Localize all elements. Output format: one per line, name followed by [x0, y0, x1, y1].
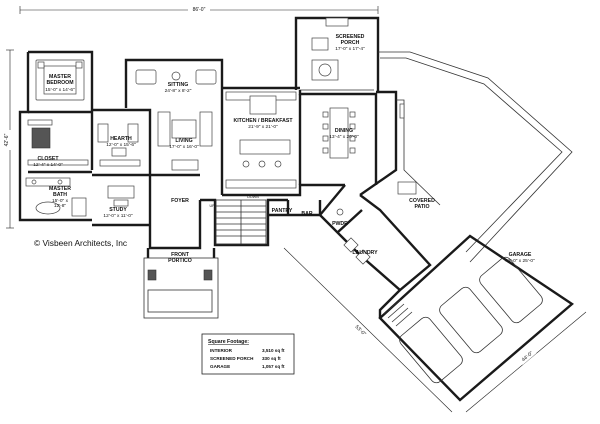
house-walls [18, 16, 380, 258]
covered-patio-label-1: COVERED [409, 198, 435, 204]
master-bath-label-1: MASTER [49, 186, 71, 192]
covered-patio: COVERED PATIO [359, 51, 573, 263]
left-dimension: 42'-6" [3, 49, 14, 229]
closet-size: 12'-4" x 14'-0" [33, 162, 63, 168]
screened-porch: SCREENED PORCH 17'-0" x 17'-4" [311, 17, 365, 81]
closet-label: CLOSET [37, 156, 59, 162]
master-bedroom-label-1: MASTER [49, 74, 71, 80]
overall-width-label: 86'-0" [193, 7, 206, 13]
sqft-row-label-interior: INTERIOR [210, 348, 233, 353]
sitting: SITTING 24'-8" x 8'-2" [135, 69, 217, 94]
pantry-bar: PANTRY BAR [272, 208, 313, 217]
screened-porch-label-2: PORCH [341, 40, 360, 46]
kitchen-size: 21'-9" x 21'-0" [248, 124, 278, 130]
study-size: 12'-0" x 11'-0" [103, 213, 132, 219]
garage-wing-dimension: 53'-0" [283, 247, 453, 413]
garage-label: GARAGE [509, 252, 532, 258]
copyright: © Visbeen Architects, Inc [34, 238, 127, 248]
master-bedroom: MASTER BEDROOM 15'-0" x 14'-6" [35, 59, 85, 101]
sqft-row-label-garage: GARAGE [210, 364, 230, 369]
square-footage-title: Square Footage: [208, 339, 249, 345]
garage: GARAGE 43'-0" x 25'-0" [378, 234, 574, 402]
sqft-row-value-interior: 3,510 sq ft [262, 348, 285, 353]
master-bedroom-label-2: BEDROOM [46, 80, 73, 86]
foyer-stairs: DOWN UP FOYER [171, 195, 267, 245]
master-bath-label-2: BATH [53, 192, 67, 198]
hearth-size: 12'-0" x 15'-6" [106, 142, 136, 148]
overall-depth-label: 42'-6" [4, 133, 10, 146]
dining-size: 13'-4" x 20'-0" [329, 134, 359, 140]
foyer-label: FOYER [171, 198, 189, 204]
study: STUDY 12'-0" x 11'-0" [103, 185, 135, 219]
screened-porch-size: 17'-0" x 17'-4" [335, 46, 365, 52]
sitting-size: 24'-8" x 8'-2" [165, 88, 192, 94]
garage-width-dimension: 44'-0" [465, 311, 587, 413]
master-bath-size-2: 12'-8" [54, 203, 67, 209]
bar-label: BAR [301, 211, 312, 217]
living-label: LIVING [175, 138, 192, 144]
closet: CLOSET 12'-4" x 14'-0" [27, 119, 89, 168]
garage-stairs [383, 299, 413, 327]
pantry-label: PANTRY [272, 208, 293, 214]
master-bath: MASTER BATH 15'-0" x 12'-8" [25, 177, 87, 217]
hearth-label: HEARTH [110, 136, 132, 142]
sqft-row-label-porch: SCREENED PORCH [210, 356, 254, 361]
top-dimension: 86'-0" [19, 4, 379, 14]
square-footage-box: Square Footage: INTERIOR 3,510 sq ft SCR… [201, 333, 295, 375]
dining-label: DINING [335, 128, 353, 134]
living-size: 17'-0" x 16'-0" [169, 144, 199, 150]
kitchen: KITCHEN / BREAKFAST 21'-9" x 21'-0" [225, 91, 297, 189]
covered-patio-label-2: PATIO [414, 204, 429, 210]
hearth: HEARTH 12'-0" x 15'-6" [97, 123, 141, 167]
garage-size: 43'-0" x 25'-0" [505, 258, 535, 264]
front-portico: FRONT PORTICO [143, 252, 219, 319]
stair-down-label: DOWN [247, 195, 259, 199]
master-bath-size-1: 15'-0" x [52, 198, 69, 204]
living: LIVING 17'-0" x 16'-0" [157, 111, 213, 171]
front-portico-label-2: PORTICO [168, 258, 192, 264]
front-portico-label-1: FRONT [171, 252, 190, 258]
sqft-row-value-garage: 1,057 sq ft [262, 364, 285, 369]
study-label: STUDY [109, 207, 127, 213]
master-bedroom-size: 15'-0" x 14'-6" [45, 87, 75, 93]
stair-up-label: UP [210, 204, 216, 208]
pwdr-label: PWDR [332, 221, 348, 227]
sitting-label: SITTING [168, 82, 188, 88]
laundry-label: LAUNDRY [352, 250, 378, 256]
sqft-row-value-porch: 330 sq ft [262, 356, 281, 361]
kitchen-label: KITCHEN / BREAKFAST [233, 118, 293, 124]
dining: DINING 13'-4" x 20'-0" [322, 107, 359, 159]
screened-porch-label-1: SCREENED [336, 34, 365, 40]
